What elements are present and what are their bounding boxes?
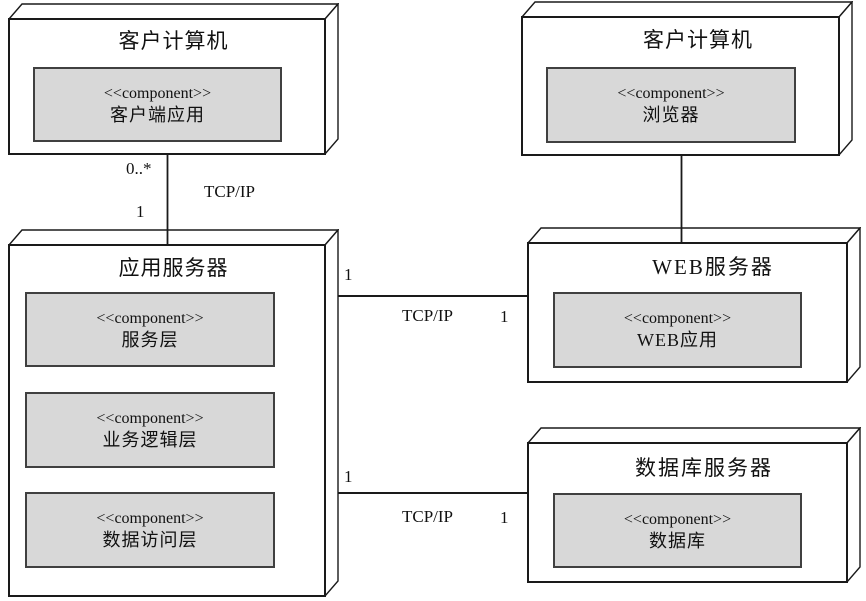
node-side-face: [838, 1, 853, 156]
node-side-face: [324, 229, 339, 597]
protocol-label: TCP/IP: [402, 507, 454, 526]
node-top-face: [527, 427, 861, 444]
protocol-label: TCP/IP: [402, 306, 454, 325]
multiplicity-label: 1: [500, 508, 509, 527]
component-browser: <<component>> 浏览器: [546, 67, 796, 143]
node-title: 应用服务器: [118, 256, 229, 280]
component-name: 浏览器: [642, 105, 700, 125]
component-database: <<component>> 数据库: [553, 493, 802, 568]
node-db-server: 数据库服务器 <<component>> 数据库: [527, 427, 861, 583]
node-top-face: [8, 229, 339, 246]
node-top-face: [527, 227, 861, 244]
node-side-face: [846, 427, 861, 583]
node-top-face: [521, 1, 853, 18]
node-side-face: [324, 3, 339, 155]
multiplicity-label: 1: [344, 265, 353, 284]
node-client-pc-left: 客户计算机 <<component>> 客户端应用: [8, 3, 339, 155]
node-top-face: [8, 3, 339, 20]
node-title: 客户计算机: [643, 28, 753, 52]
component-service-layer: <<component>> 服务层: [25, 292, 275, 367]
node-title: 客户计算机: [118, 29, 229, 53]
multiplicity-label: 1: [344, 467, 353, 486]
component-name: 服务层: [121, 329, 179, 350]
component-name: 客户端应用: [110, 104, 205, 125]
component-stereotype: <<component>>: [617, 85, 725, 102]
component-web-app: <<component>> WEB应用: [553, 292, 802, 368]
component-data-access-layer: <<component>> 数据访问层: [25, 492, 275, 568]
node-side-face: [846, 227, 861, 383]
node-app-server: 应用服务器 <<component>> 服务层 <<component>> 业务…: [8, 229, 339, 597]
component-name: 业务逻辑层: [102, 430, 198, 450]
multiplicity-label: 0..*: [126, 159, 152, 178]
component-stereotype: <<component>>: [623, 310, 732, 327]
node-web-server: WEB服务器 <<component>> WEB应用: [527, 227, 861, 383]
node-title: WEB服务器: [652, 255, 774, 279]
node-title: 数据库服务器: [635, 456, 773, 480]
component-business-logic-layer: <<component>> 业务逻辑层: [25, 392, 275, 468]
component-name: WEB应用: [637, 330, 718, 350]
component-name: 数据库: [649, 530, 706, 551]
component-stereotype: <<component>>: [96, 309, 204, 327]
component-stereotype: <<component>>: [96, 510, 204, 527]
component-stereotype: <<component>>: [623, 510, 732, 528]
component-stereotype: <<component>>: [103, 84, 212, 102]
multiplicity-label: 1: [500, 307, 509, 326]
node-client-pc-right: 客户计算机 <<component>> 浏览器: [521, 1, 853, 156]
protocol-label: TCP/IP: [204, 182, 256, 201]
component-name: 数据访问层: [102, 530, 198, 550]
component-stereotype: <<component>>: [96, 410, 204, 427]
multiplicity-label: 1: [136, 202, 145, 221]
component-client-app: <<component>> 客户端应用: [33, 67, 282, 142]
